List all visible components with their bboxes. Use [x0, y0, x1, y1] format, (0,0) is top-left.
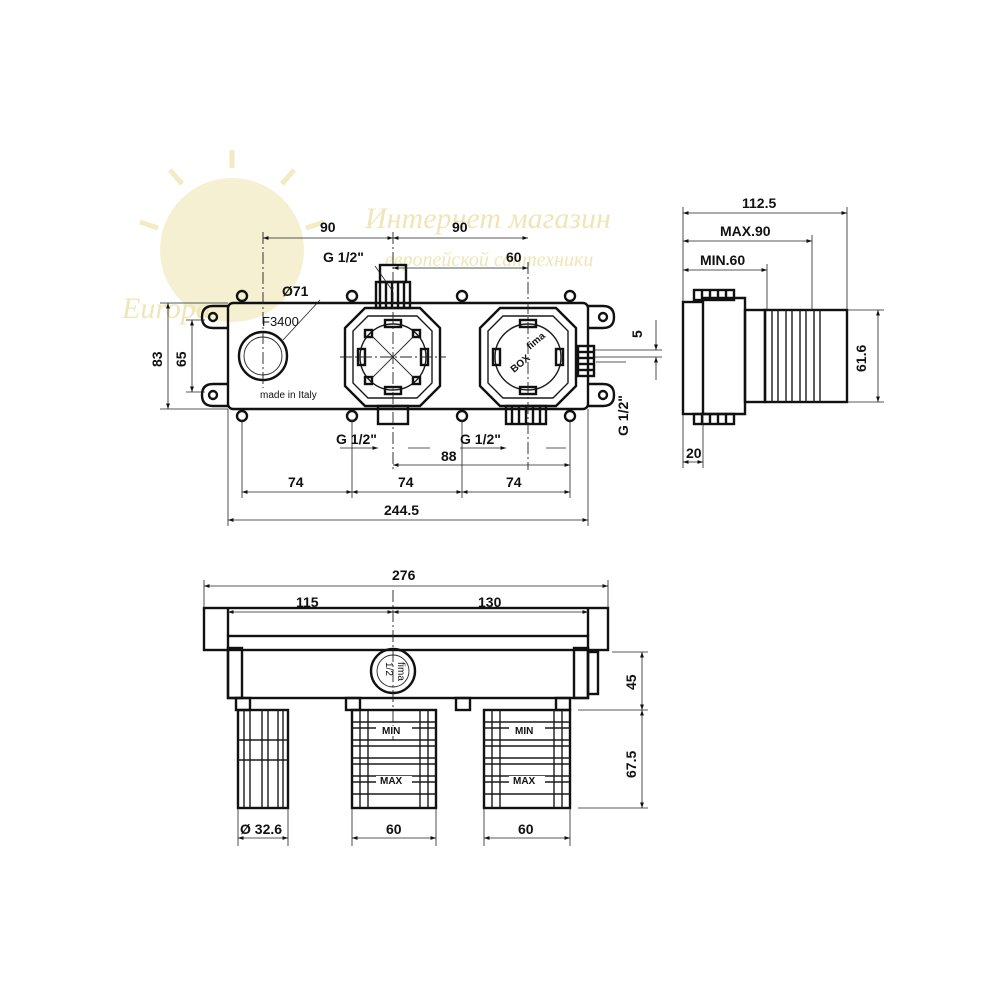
dim-90-right: 90: [452, 219, 468, 235]
front-view: F3400 made in Italy: [149, 219, 662, 526]
dim-min-60: MIN.60: [700, 252, 745, 268]
dim-60-b: 60: [518, 821, 534, 837]
outlet-bottom-right: [504, 404, 548, 426]
port-label-1: fima: [395, 662, 406, 681]
side-dimensions: [682, 207, 884, 468]
top-dimensions: [203, 580, 648, 846]
dim-65: 65: [173, 351, 189, 367]
thread-side: G 1/2": [615, 395, 631, 436]
thread-bottom-left: G 1/2": [336, 431, 377, 447]
front-dimensions: [160, 236, 662, 526]
thread-top: G 1/2": [323, 249, 364, 265]
model-label: F3400: [262, 314, 299, 329]
dim-83: 83: [149, 351, 165, 367]
dim-244-5: 244.5: [384, 502, 419, 518]
dim-5: 5: [629, 330, 645, 338]
min-label-b: MIN: [515, 726, 533, 737]
watermark-line-2: европейской сантехники: [385, 249, 593, 271]
inlet-side: [576, 344, 596, 378]
top-cylinder-middle: MIN MAX: [350, 708, 438, 810]
mounting-ears: [200, 304, 616, 408]
dim-61-6: 61.6: [853, 345, 869, 372]
dim-88: 88: [441, 448, 457, 464]
max-label-b: MAX: [513, 776, 536, 787]
side-spindle-grooves: [771, 310, 821, 402]
dim-90-left: 90: [320, 219, 336, 235]
watermark-line-3: Europa: [121, 292, 211, 325]
side-body: [703, 296, 747, 416]
dim-115: 115: [296, 594, 319, 610]
side-plate: [681, 300, 705, 416]
max-label-a: MAX: [380, 776, 403, 787]
made-in-label: made in Italy: [260, 390, 317, 401]
top-body: [226, 634, 590, 700]
dim-67-5: 67.5: [623, 751, 639, 778]
dim-32-6: Ø 32.6: [240, 821, 282, 837]
side-view: 112.5 MAX.90 MIN.60 61.6 20: [681, 195, 884, 468]
dim-74-c: 74: [506, 474, 522, 490]
dim-130: 130: [478, 594, 502, 610]
top-flange: [202, 606, 610, 652]
dim-60-a: 60: [386, 821, 402, 837]
dim-45: 45: [623, 674, 639, 690]
dim-60-top: 60: [506, 249, 522, 265]
logo-bottom: BOX: [509, 353, 533, 376]
watermark: Интернет магазин европейской сантехники …: [121, 150, 611, 325]
port-label-2: 1/2: [383, 662, 394, 676]
center-lines: [262, 232, 529, 470]
dim-276: 276: [392, 567, 416, 583]
dim-20: 20: [686, 445, 702, 461]
top-cylinder-right: MIN MAX: [482, 708, 572, 810]
min-label-a: MIN: [382, 726, 400, 737]
diameter-71: Ø71: [282, 283, 309, 299]
thread-bottom-right: G 1/2": [460, 431, 501, 447]
top-view: fima 1/2: [202, 567, 648, 846]
dim-74-b: 74: [398, 474, 414, 490]
dim-112-5: 112.5: [742, 195, 776, 211]
top-cylinder-left: [236, 708, 290, 810]
watermark-line-1: Интернет магазин: [364, 202, 611, 235]
sun-logo-icon: [139, 150, 325, 322]
side-spindle-base: [743, 308, 767, 404]
dim-max-90: MAX.90: [720, 223, 771, 239]
dim-74-a: 74: [288, 474, 304, 490]
